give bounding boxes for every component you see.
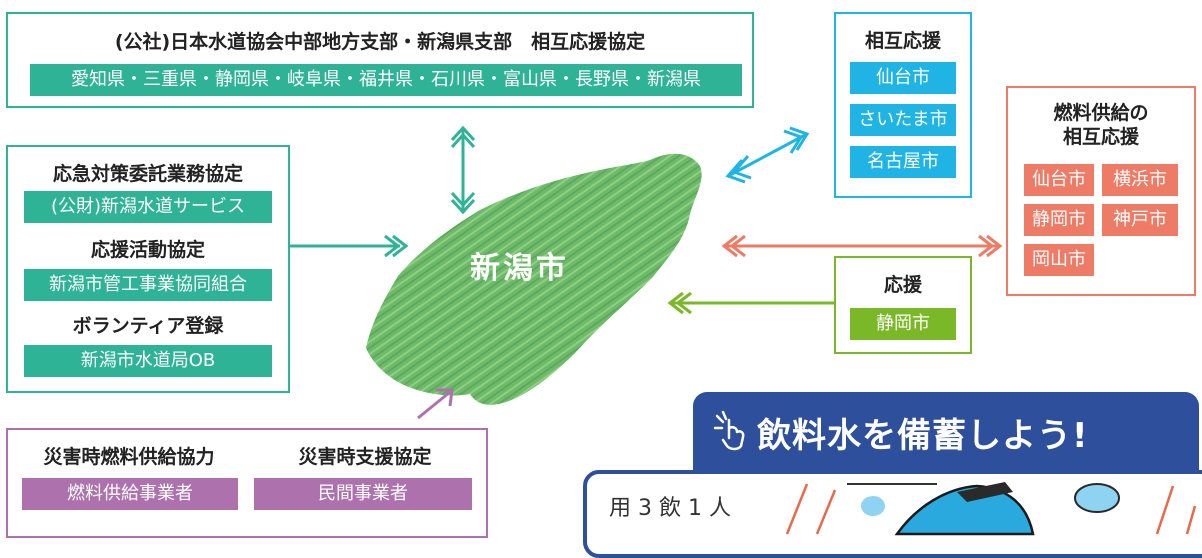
mutual-aid-title: 相互応援 [864,30,941,52]
bottom-left-disaster-box: 災害時燃料供給協力 災害時支援協定 燃料供給事業者 民間事業者 [6,428,488,538]
panel-vertical-text: 用 3 飲 1 人 [609,496,731,521]
fuel-city: 静岡市 [1024,204,1094,236]
support-title: 応援 [883,274,922,296]
top-box-title: (公社)日本水道協会中部地方支部・新潟県支部 相互応援協定 [114,31,646,53]
center-city-label: 新潟市 [470,251,569,286]
pill-private-companies: 民間事業者 [254,478,472,510]
left-heading-emergency: 応急対策委託業務協定 [52,163,243,185]
left-heading-volunteer: ボランティア登録 [72,315,224,337]
left-pill-ob: 新潟市水道局OB [24,345,272,377]
arrow-from-support-box [667,291,836,315]
top-agreement-box: (公社)日本水道協会中部地方支部・新潟県支部 相互応援協定 愛知県・三重県・静岡… [6,12,754,108]
double-arrow-mutual-aid [725,126,810,184]
diagram-graphics [288,125,1003,420]
double-arrow-vertical [450,125,476,215]
mutual-aid-city: 仙台市 [850,62,956,94]
fuel-city: 仙台市 [1024,164,1094,196]
banner-title: 飲料水を備蓄しよう! [757,416,1089,456]
fuel-mutual-aid-box: 燃料供給の 相互応援 仙台市 横浜市 静岡市 神戸市 岡山市 [1006,86,1196,296]
pill-fuel-suppliers: 燃料供給事業者 [22,478,238,510]
left-agreements-box: 応急対策委託業務協定 (公財)新潟水道サービス 応援活動協定 新潟市管工事業協同… [6,145,290,393]
fuel-title-line1: 燃料供給の [1053,102,1149,124]
arrow-from-left-box [288,234,409,258]
support-box: 応援 静岡市 [834,256,972,354]
support-city: 静岡市 [850,308,956,340]
left-heading-support-activity: 応援活動協定 [90,239,205,261]
left-pill-pipe-union: 新潟市管工事業協同組合 [24,269,272,301]
mutual-aid-city: さいたま市 [850,104,956,136]
mutual-aid-box: 相互応援 仙台市 さいたま市 名古屋市 [834,12,972,198]
disaster-support-heading: 災害時支援協定 [298,446,432,468]
fuel-city: 岡山市 [1024,244,1094,276]
drinking-water-banner: 飲料水を備蓄しよう! [693,392,1199,474]
fuel-title-line2: 相互応援 [1062,126,1139,148]
top-box-prefectures: 愛知県・三重県・静岡県・岐阜県・福井県・石川県・富山県・長野県・新潟県 [30,64,742,96]
fuel-city: 横浜市 [1102,164,1178,196]
water-illustration [785,482,1197,536]
fuel-city: 神戸市 [1102,204,1178,236]
double-arrow-fuel [721,234,1003,258]
left-pill-water-service: (公財)新潟水道サービス [24,191,272,223]
water-storage-panel: 用 3 飲 1 人 [583,470,1202,558]
arrow-from-bottom-left-box [417,388,454,420]
mutual-aid-city: 名古屋市 [850,146,956,178]
pointing-hand-icon [713,410,749,452]
niigata-city-shape [366,153,702,405]
disaster-fuel-heading: 災害時燃料供給協力 [43,446,215,468]
